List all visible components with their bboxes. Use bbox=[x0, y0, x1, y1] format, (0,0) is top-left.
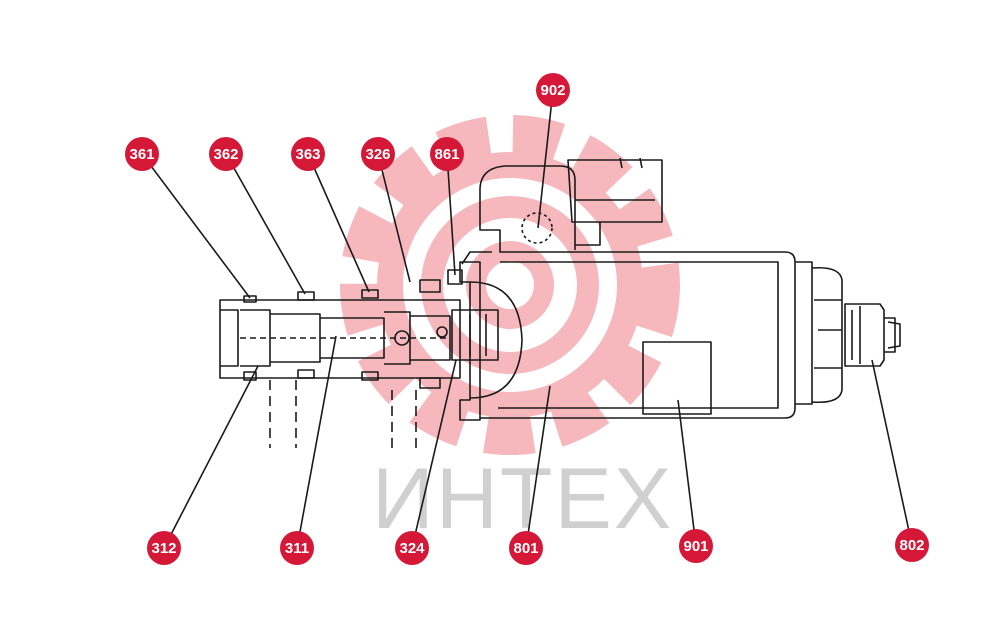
coil-housing-inner bbox=[498, 261, 779, 409]
leader-802 bbox=[871, 359, 913, 546]
leader-362 bbox=[225, 153, 306, 295]
pin-2 bbox=[436, 326, 448, 338]
nameplate bbox=[642, 341, 712, 415]
callout-901: 901 bbox=[679, 529, 713, 563]
lock-nut bbox=[795, 261, 843, 405]
pin bbox=[394, 330, 410, 346]
callout-324: 324 bbox=[395, 531, 429, 565]
callout-311: 311 bbox=[280, 531, 314, 565]
spool-sleeve bbox=[219, 299, 461, 379]
callout-label: 801 bbox=[513, 540, 538, 557]
leader-361 bbox=[141, 153, 251, 299]
adjust-screw bbox=[844, 303, 901, 367]
watermark-text: ИНТЕХ bbox=[372, 451, 673, 547]
dome bbox=[469, 281, 523, 399]
leader-901 bbox=[677, 399, 697, 547]
callout-label: 362 bbox=[213, 146, 238, 163]
callout-312: 312 bbox=[147, 531, 181, 565]
port-lines bbox=[269, 380, 417, 448]
valve-drawing bbox=[219, 157, 901, 448]
callout-362: 362 bbox=[209, 137, 243, 171]
connector bbox=[567, 157, 663, 246]
callout-902: 902 bbox=[536, 73, 570, 107]
flange bbox=[459, 251, 492, 421]
watermark-gear-logo bbox=[340, 115, 680, 455]
callout-label: 361 bbox=[129, 146, 154, 163]
leader-324 bbox=[411, 359, 457, 549]
callout-label: 802 bbox=[899, 537, 924, 554]
callout-label: 901 bbox=[683, 538, 708, 555]
leader-861 bbox=[446, 153, 456, 276]
callout-861: 861 bbox=[430, 137, 464, 171]
callout-363: 363 bbox=[291, 137, 325, 171]
callout-361: 361 bbox=[125, 137, 159, 171]
leader-312 bbox=[163, 365, 259, 549]
callout-label: 363 bbox=[295, 146, 320, 163]
leader-311 bbox=[296, 335, 337, 549]
callout-801: 801 bbox=[509, 531, 543, 565]
callout-label: 312 bbox=[151, 540, 176, 557]
terminal-marker bbox=[521, 212, 553, 244]
callout-label: 311 bbox=[285, 540, 309, 557]
o-rings-top bbox=[243, 269, 463, 303]
leader-326 bbox=[377, 153, 411, 283]
callout-326: 326 bbox=[361, 137, 395, 171]
callout-802: 802 bbox=[895, 528, 929, 562]
callout-label: 326 bbox=[365, 146, 390, 163]
callouts: 361 362 363 326 861 902 312 311 bbox=[125, 73, 929, 565]
plunger bbox=[451, 309, 499, 361]
leader-902 bbox=[537, 89, 554, 229]
callout-label: 861 bbox=[434, 146, 459, 163]
callout-label: 324 bbox=[399, 540, 425, 557]
o-rings-bottom bbox=[243, 369, 441, 389]
coil-housing bbox=[479, 165, 796, 419]
leader-363 bbox=[307, 153, 370, 293]
leader-801 bbox=[525, 385, 551, 549]
leader-lines bbox=[141, 89, 913, 549]
callout-label: 902 bbox=[540, 82, 565, 99]
